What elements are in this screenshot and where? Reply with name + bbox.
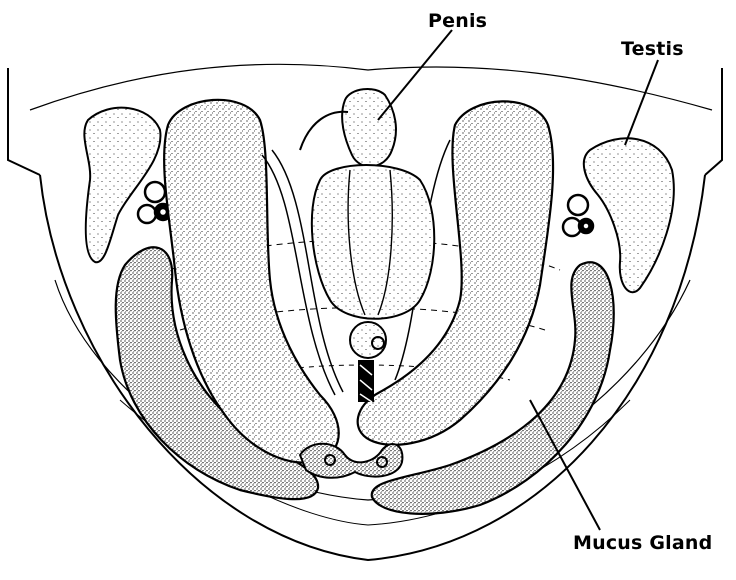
left-wall	[8, 68, 40, 175]
label-testis: Testis	[621, 38, 684, 60]
penis-body	[312, 165, 434, 319]
penis-bulb	[350, 322, 386, 358]
right-wall	[705, 68, 722, 175]
coil-right	[563, 195, 593, 236]
leader-penis	[378, 30, 452, 120]
penis-tip	[342, 89, 396, 167]
penis-duct	[300, 112, 348, 150]
label-mucus-gland: Mucus Gland	[573, 532, 712, 554]
label-penis: Penis	[428, 10, 487, 32]
leader-testis	[625, 60, 658, 145]
